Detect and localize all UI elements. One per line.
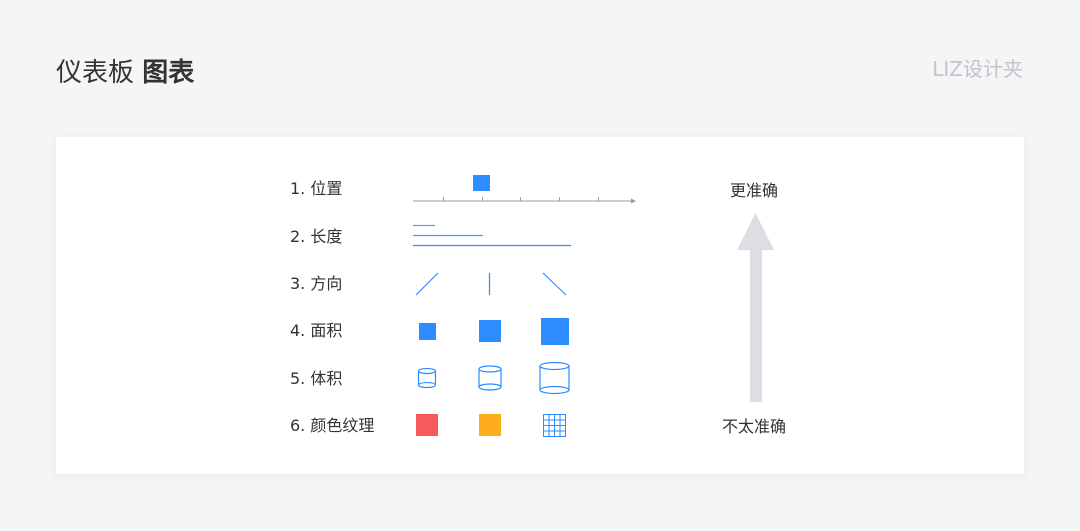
row-label-volume: 5. 体积 bbox=[290, 369, 343, 388]
color-texture-swatches-icon bbox=[416, 414, 566, 437]
row-label-color-texture: 6. 颜色纹理 bbox=[290, 416, 375, 435]
length-lines-icon bbox=[413, 224, 571, 247]
encoding-visuals bbox=[413, 175, 774, 437]
page-title-bold: 图表 bbox=[142, 58, 195, 88]
red-swatch-icon bbox=[416, 414, 438, 436]
area-squares-icon bbox=[419, 318, 569, 345]
less-accurate-label: 不太准确 bbox=[722, 417, 787, 436]
page-title-regular: 仪表板 bbox=[56, 58, 135, 88]
position-axis-icon bbox=[413, 175, 636, 204]
orange-swatch-icon bbox=[479, 414, 501, 436]
row-label-length: 2. 长度 bbox=[290, 227, 343, 246]
brand-label: LIZ设计夹 bbox=[932, 57, 1023, 81]
row-label-position: 1. 位置 bbox=[290, 179, 343, 198]
direction-lines-icon bbox=[415, 272, 567, 296]
row-label-direction: 3. 方向 bbox=[290, 274, 343, 293]
position-marker-icon bbox=[473, 175, 490, 191]
accuracy-arrow-icon bbox=[737, 213, 774, 402]
chart-card: 1. 位置 2. 长度 3. 方向 4. 面积 5. 体积 6. 颜色纹理 bbox=[56, 137, 1024, 474]
volume-cylinders-icon bbox=[417, 361, 570, 395]
row-label-area: 4. 面积 bbox=[290, 321, 343, 340]
grid-texture-icon bbox=[543, 414, 566, 437]
more-accurate-label: 更准确 bbox=[730, 181, 779, 200]
page-title: 仪表板 图表 bbox=[56, 52, 194, 89]
